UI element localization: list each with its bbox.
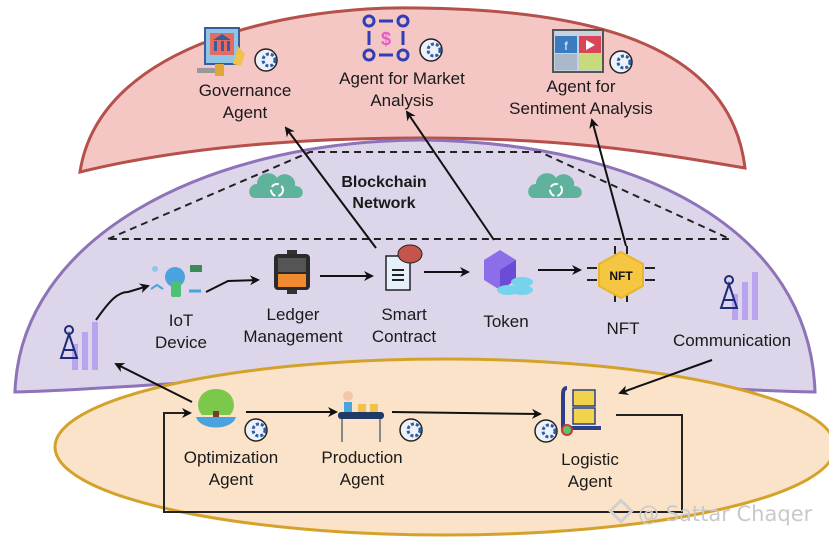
arrow-token-to-market [405,110,495,241]
arrow-iot-to-ledger [205,275,260,293]
ledger-icon [274,250,310,294]
governance-icon [197,27,245,76]
nft-badge: NFT [609,269,633,283]
ai-agent-icon [254,48,278,72]
arrow-production-to-logistic [391,408,542,419]
arrow-nft-to-sentiment [589,118,627,247]
smart-contract-icon [385,244,423,291]
antenna-icon [719,272,758,320]
arrow-contract-to-governance [284,126,377,249]
nft-icon: NFT [587,246,655,302]
token-label: Token [483,312,529,331]
market-analysis-icon: $ [362,14,410,62]
arrow-optimization-to-antenna [114,363,193,403]
hand-truck-icon [561,386,601,436]
nft-label: NFT [606,319,640,338]
ai-agent-icon [244,418,268,442]
ai-agent-icon [534,419,558,443]
watermark-logo-icon [608,498,634,524]
svg-text:f: f [564,39,568,53]
ai-agent-icon [419,38,443,62]
cloud-sync-icon [249,173,303,198]
watermark: @ Sattar Chaqer [608,498,812,526]
arrow-comm-to-iot [95,283,150,321]
svg-text:$: $ [381,29,391,49]
blockchain-network-boundary [107,151,731,240]
communication-label: Communication [672,331,792,350]
antenna-icon [59,322,98,370]
ai-agent-icon [609,50,633,74]
feedback-loop-logistic-to-optimization [163,408,683,513]
production-line-icon [338,391,384,442]
cloud-sync-icon [528,173,582,198]
ai-agent-icon [399,418,423,442]
social-media-icon: f [552,29,604,73]
tree-icon [196,389,236,428]
iot-device-icon [150,265,202,297]
token-icon [484,250,533,295]
operations-layer-shape [53,357,829,537]
arrow-communication-to-logistic [618,359,713,396]
